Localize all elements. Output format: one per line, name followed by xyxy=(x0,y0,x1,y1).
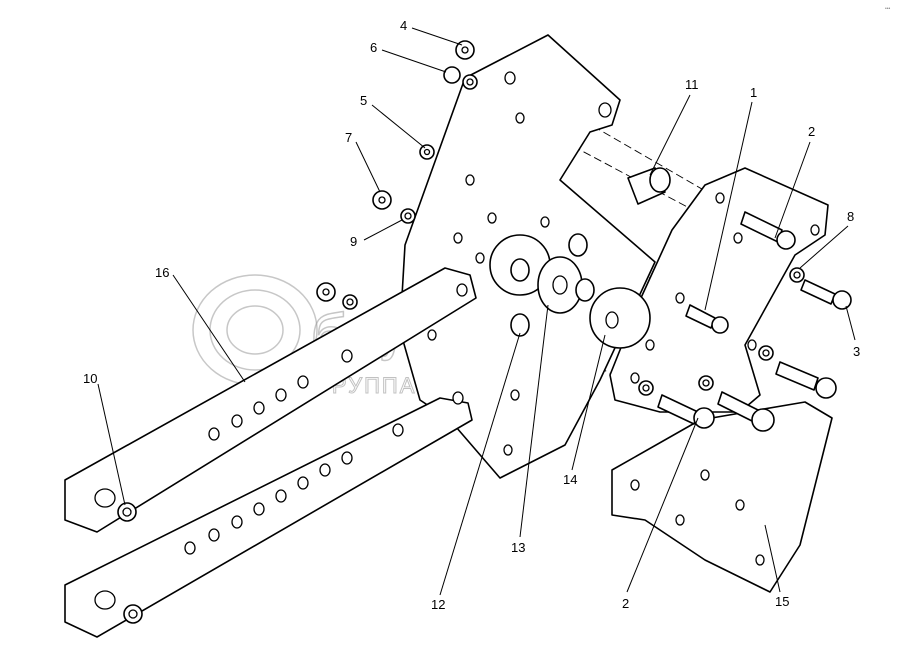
fasteners xyxy=(117,40,852,624)
callout-6: 6 xyxy=(370,40,377,55)
callout-2-bottom: 2 xyxy=(622,596,629,611)
callout-1: 1 xyxy=(750,85,757,100)
bottom-plate xyxy=(611,401,833,593)
callout-9: 9 xyxy=(350,234,357,249)
spacer-bushing xyxy=(627,167,671,205)
callout-16: 16 xyxy=(155,265,169,280)
callout-15: 15 xyxy=(775,594,789,609)
corner-mark: ••• xyxy=(885,6,891,12)
callout-11: 11 xyxy=(685,77,699,92)
callout-4: 4 xyxy=(400,18,407,33)
callout-8: 8 xyxy=(847,209,854,224)
callout-7: 7 xyxy=(345,130,352,145)
callout-10: 10 xyxy=(83,371,97,386)
sprocket-assembly xyxy=(489,233,651,349)
callout-labels: 4 6 5 7 9 11 1 2 8 3 16 10 12 13 14 2 15 xyxy=(83,18,860,612)
leader-lines xyxy=(97,27,856,596)
callout-13: 13 xyxy=(511,540,525,555)
lower-arm xyxy=(64,391,473,638)
callout-12: 12 xyxy=(431,597,445,612)
callout-14: 14 xyxy=(563,472,577,487)
callout-2-top: 2 xyxy=(808,124,815,139)
callout-3: 3 xyxy=(853,344,860,359)
callout-5: 5 xyxy=(360,93,367,108)
upper-arm xyxy=(64,267,477,533)
